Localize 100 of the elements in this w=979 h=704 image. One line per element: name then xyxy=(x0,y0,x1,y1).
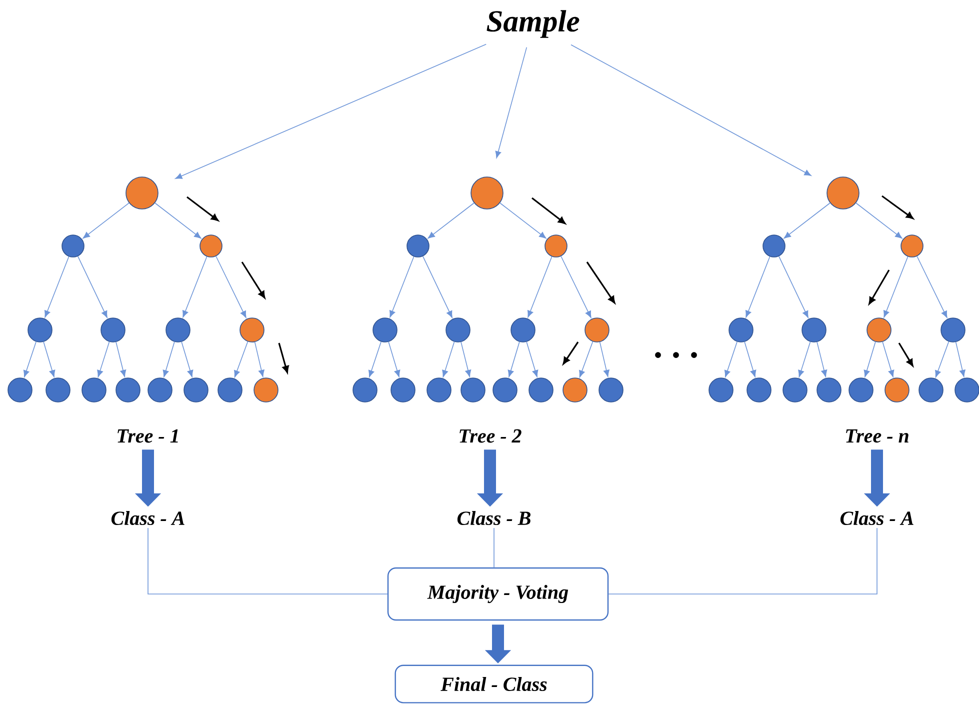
tree-node xyxy=(240,318,264,342)
tree-node xyxy=(746,378,772,402)
tree-label: Tree - 1 xyxy=(118,429,178,443)
tree-node xyxy=(100,318,126,342)
arrow xyxy=(864,341,876,378)
arrow xyxy=(746,256,770,318)
tree-node xyxy=(446,318,470,342)
tree-node xyxy=(426,378,452,402)
tree-node xyxy=(528,378,554,402)
arrow xyxy=(368,341,382,378)
tree-node xyxy=(510,318,536,342)
tree-node xyxy=(562,378,588,402)
tree-node xyxy=(544,234,568,258)
result-box: Final - Class xyxy=(394,664,594,704)
tree-node xyxy=(372,318,398,342)
arrow xyxy=(390,256,414,318)
arrow xyxy=(570,44,812,176)
tree-node xyxy=(218,378,242,402)
tree-node xyxy=(460,378,486,402)
arrow xyxy=(175,44,487,179)
class-label: Class - A xyxy=(111,510,184,526)
arrow xyxy=(254,342,264,377)
tree-node xyxy=(492,378,518,402)
tree-node xyxy=(802,318,826,342)
tree-node xyxy=(148,378,172,402)
tree-node xyxy=(826,176,860,210)
arrow xyxy=(744,341,756,378)
tree-node xyxy=(782,378,808,402)
class-label: Class - B xyxy=(457,510,530,526)
arrow xyxy=(43,341,56,378)
arrow xyxy=(216,256,246,318)
arrow xyxy=(44,256,70,318)
tree-node xyxy=(470,176,504,210)
arrow xyxy=(154,202,202,239)
arrow xyxy=(97,341,110,378)
tree-node xyxy=(708,378,734,402)
arrow xyxy=(116,342,126,377)
tree-node xyxy=(8,378,32,402)
arrow xyxy=(500,202,546,239)
tree-node xyxy=(28,318,52,342)
arrow xyxy=(23,341,36,378)
arrow xyxy=(460,342,472,377)
tree-label: Tree - 2 xyxy=(460,429,522,443)
arrow xyxy=(182,256,208,318)
tree-label: Tree - n xyxy=(846,429,908,443)
arrow xyxy=(816,342,828,377)
tree-node xyxy=(46,378,70,402)
arrow xyxy=(560,256,592,318)
arrow xyxy=(428,202,474,239)
class-label: Class - A xyxy=(840,510,914,526)
input-label: Sample xyxy=(486,10,580,38)
arrow xyxy=(528,256,552,318)
tree-node xyxy=(184,378,208,402)
arrow xyxy=(495,46,528,158)
arrow xyxy=(234,341,248,378)
arrow xyxy=(442,341,455,378)
arrow xyxy=(856,202,902,239)
arrow xyxy=(181,341,194,378)
tree-node xyxy=(406,234,430,258)
arrow xyxy=(955,342,966,377)
tree-node xyxy=(62,234,84,258)
tree-node xyxy=(584,318,610,342)
arrow xyxy=(508,341,520,378)
arrow xyxy=(526,341,538,378)
tree-node xyxy=(900,234,924,258)
arrow xyxy=(579,341,594,378)
arrow xyxy=(422,256,452,318)
arrow xyxy=(82,202,130,239)
tree-node xyxy=(884,378,910,402)
tree-node xyxy=(848,378,874,402)
tree-node xyxy=(598,378,624,402)
arrow xyxy=(882,341,894,378)
tree-node xyxy=(166,318,190,342)
arrow xyxy=(724,341,738,378)
tree-node xyxy=(390,378,416,402)
arrow xyxy=(884,256,908,318)
tree-node xyxy=(816,378,842,402)
tree-node xyxy=(200,234,222,258)
arrow xyxy=(778,256,808,318)
tree-node xyxy=(116,378,140,402)
arrow xyxy=(162,341,175,378)
tree-node xyxy=(918,378,944,402)
tree-node xyxy=(352,378,378,402)
connector-line xyxy=(608,528,878,594)
arrow xyxy=(916,256,948,318)
voting-box: Majority - Voting xyxy=(387,567,609,621)
tree-node xyxy=(940,318,966,342)
arrow xyxy=(784,202,830,239)
connector-line xyxy=(148,528,388,594)
arrow xyxy=(599,342,610,377)
arrow xyxy=(388,341,400,378)
tree-node xyxy=(954,378,979,402)
tree-node xyxy=(82,378,106,402)
arrow xyxy=(935,341,950,378)
arrow xyxy=(78,256,108,318)
tree-node xyxy=(254,378,278,402)
tree-node xyxy=(126,176,158,210)
tree-node xyxy=(866,318,892,342)
tree-node xyxy=(728,318,754,342)
tree-node xyxy=(762,234,786,258)
